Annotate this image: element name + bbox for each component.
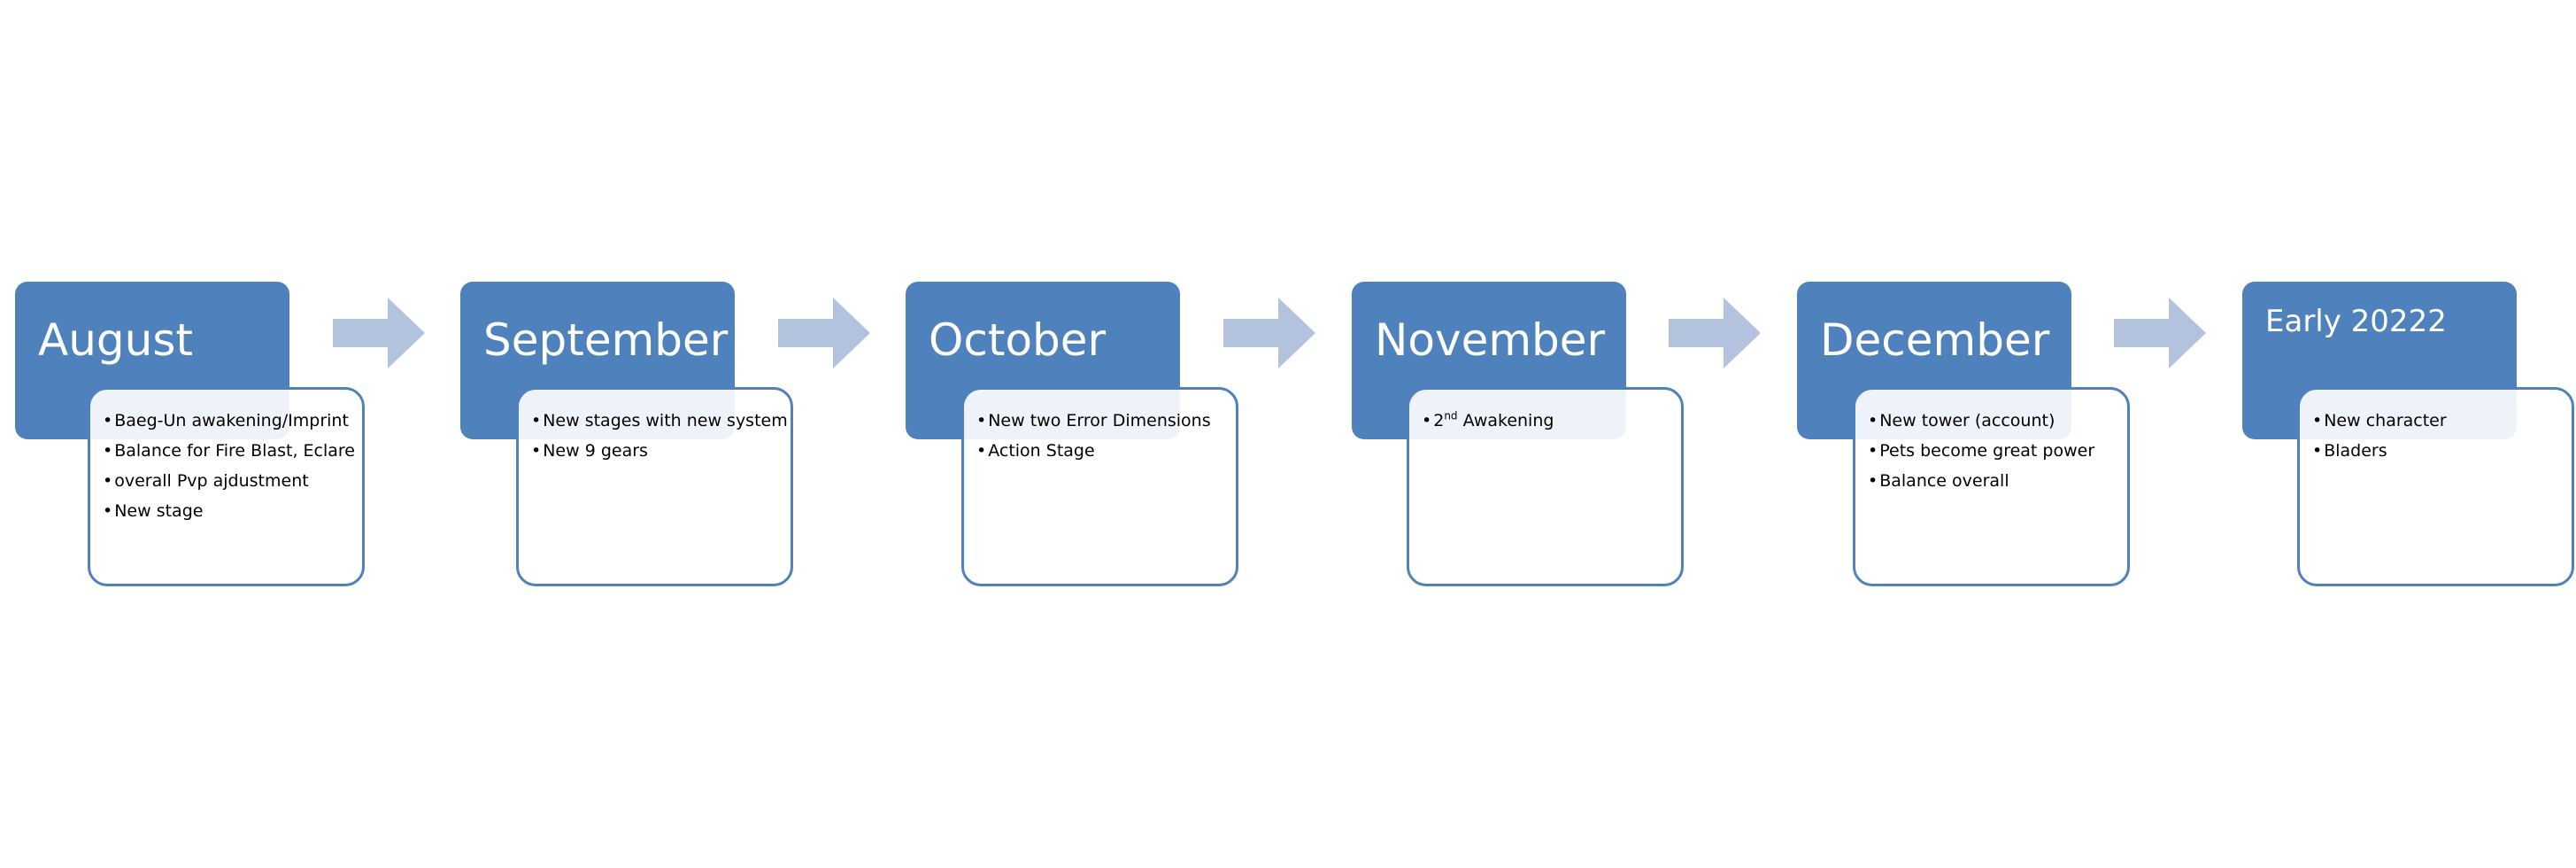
milestone-item: •New stages with new system <box>531 406 788 436</box>
milestone-item: •New 9 gears <box>531 436 782 466</box>
bullet-icon: • <box>2312 441 2323 461</box>
milestone-item-text: Action Stage <box>988 441 1095 461</box>
milestone-item-text: New tower (account) <box>1879 411 2055 430</box>
milestone-title: Early 20222 <box>2265 304 2447 339</box>
bullet-icon: • <box>531 441 542 461</box>
milestone-item: •overall Pvp ajdustment <box>103 466 353 496</box>
right-arrow-icon <box>333 298 425 368</box>
milestone-card: •Baeg-Un awakening/Imprint•Balance for F… <box>88 387 365 586</box>
right-arrow-icon <box>778 298 870 368</box>
milestone-title: October <box>929 314 1107 366</box>
bullet-icon: • <box>103 471 113 491</box>
milestone-item-text: Balance for Fire Blast, Eclare <box>114 441 355 461</box>
milestone-item-text: Bladers <box>2324 441 2387 461</box>
milestone-item: •New two Error Dimensions <box>976 406 1227 436</box>
bullet-icon: • <box>103 501 113 521</box>
milestone-card: •New character•Bladers <box>2297 387 2574 586</box>
bullet-icon: • <box>1868 441 1878 461</box>
bullet-icon: • <box>103 441 113 461</box>
milestone-title: November <box>1375 314 1606 366</box>
milestone-card: •New two Error Dimensions•Action Stage <box>961 387 1238 586</box>
milestone-item: •New tower (account) <box>1868 406 2118 436</box>
milestone-item-list: •Baeg-Un awakening/Imprint•Balance for F… <box>103 406 355 526</box>
milestone-item: •Action Stage <box>976 436 1227 466</box>
milestone-item-text: Baeg-Un awakening/Imprint <box>114 411 349 430</box>
milestone-item-text: overall Pvp ajdustment <box>114 471 309 491</box>
right-arrow-icon <box>1669 298 1761 368</box>
milestone-item: •Balance for Fire Blast, Eclare <box>103 436 355 466</box>
milestone-item: •2nd Awakening <box>1422 406 1672 436</box>
bullet-icon: • <box>1868 411 1878 430</box>
milestone-item-text: New character <box>2324 411 2447 430</box>
right-arrow-icon <box>1223 298 1315 368</box>
milestone-item: •New character <box>2312 406 2563 436</box>
milestone-item-text: New two Error Dimensions <box>988 411 1211 430</box>
milestone-title: September <box>483 314 729 366</box>
bullet-icon: • <box>1868 471 1878 491</box>
bullet-icon: • <box>976 411 987 430</box>
milestone-item: •Baeg-Un awakening/Imprint <box>103 406 353 436</box>
milestone-item-list: •New two Error Dimensions•Action Stage <box>976 406 1227 466</box>
milestone-item-text: New stage <box>114 501 204 521</box>
bullet-icon: • <box>976 441 987 461</box>
milestone-item-list: •New stages with new system•New 9 gears <box>531 406 788 466</box>
milestone-item: •Bladers <box>2312 436 2563 466</box>
milestone-card: •2nd Awakening <box>1407 387 1684 586</box>
bullet-icon: • <box>103 411 113 430</box>
milestone-item-list: •New tower (account)•Pets become great p… <box>1868 406 2118 496</box>
milestone-item: •Balance overall <box>1868 466 2118 496</box>
milestone-item-text: New 9 gears <box>543 441 648 461</box>
bullet-icon: • <box>531 411 542 430</box>
milestone-card: •New stages with new system•New 9 gears <box>516 387 793 586</box>
milestone-item-list: •2nd Awakening <box>1422 406 1672 436</box>
milestone-item: •New stage <box>103 496 353 526</box>
milestone-item: •Pets become great power <box>1868 436 2118 466</box>
bullet-icon: • <box>2312 411 2323 430</box>
bullet-icon: • <box>1422 411 1432 430</box>
right-arrow-icon <box>2114 298 2206 368</box>
milestone-title: December <box>1820 314 2050 366</box>
milestone-header: November <box>1352 282 1626 439</box>
milestone-item-text: Balance overall <box>1879 471 2009 491</box>
milestone-card: •New tower (account)•Pets become great p… <box>1853 387 2130 586</box>
milestone-item-text: New stages with new system <box>543 411 788 430</box>
milestone-item-list: •New character•Bladers <box>2312 406 2563 466</box>
milestone-item-text: Pets become great power <box>1879 441 2095 461</box>
milestone-item-text: 2nd Awakening <box>1433 409 1554 430</box>
milestone-title: August <box>38 314 193 366</box>
